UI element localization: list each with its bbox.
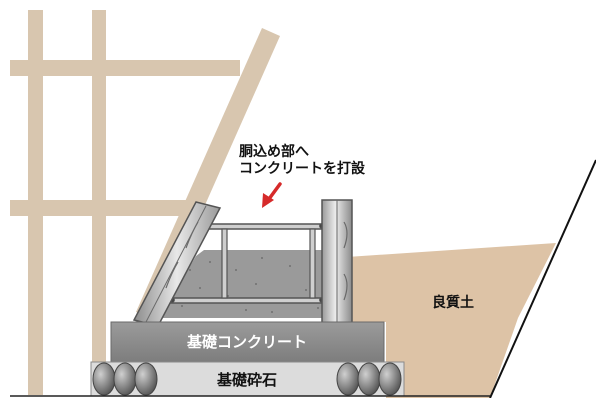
foundation-concrete: 基礎コンクリート xyxy=(110,321,385,363)
callout-line-2: コンクリートを打設 xyxy=(239,160,366,176)
foundation-gravel: 基礎砕石 xyxy=(90,361,405,397)
timber-beam-lower xyxy=(10,200,196,216)
frame-post-right xyxy=(309,228,316,299)
frame-top-rail xyxy=(199,223,331,230)
backfill-soil xyxy=(332,243,556,398)
timber-beam-top xyxy=(10,60,240,76)
foundation-gravel-label: 基礎砕石 xyxy=(216,371,277,389)
pour-arrow-icon xyxy=(262,182,282,208)
frame-post-left xyxy=(221,228,228,299)
frame-bottom-rail xyxy=(167,297,331,304)
concrete-speckle xyxy=(181,257,319,313)
callout-line-1: 胴込め部へ xyxy=(239,143,309,159)
drain-pipes-left xyxy=(92,362,158,396)
slope-line xyxy=(489,159,596,398)
foundation-concrete-label: 基礎コンクリート xyxy=(186,333,307,351)
good-soil-label: 良質土 xyxy=(432,294,474,310)
back-wall-panel xyxy=(321,199,353,327)
drain-pipes-right xyxy=(336,362,402,396)
